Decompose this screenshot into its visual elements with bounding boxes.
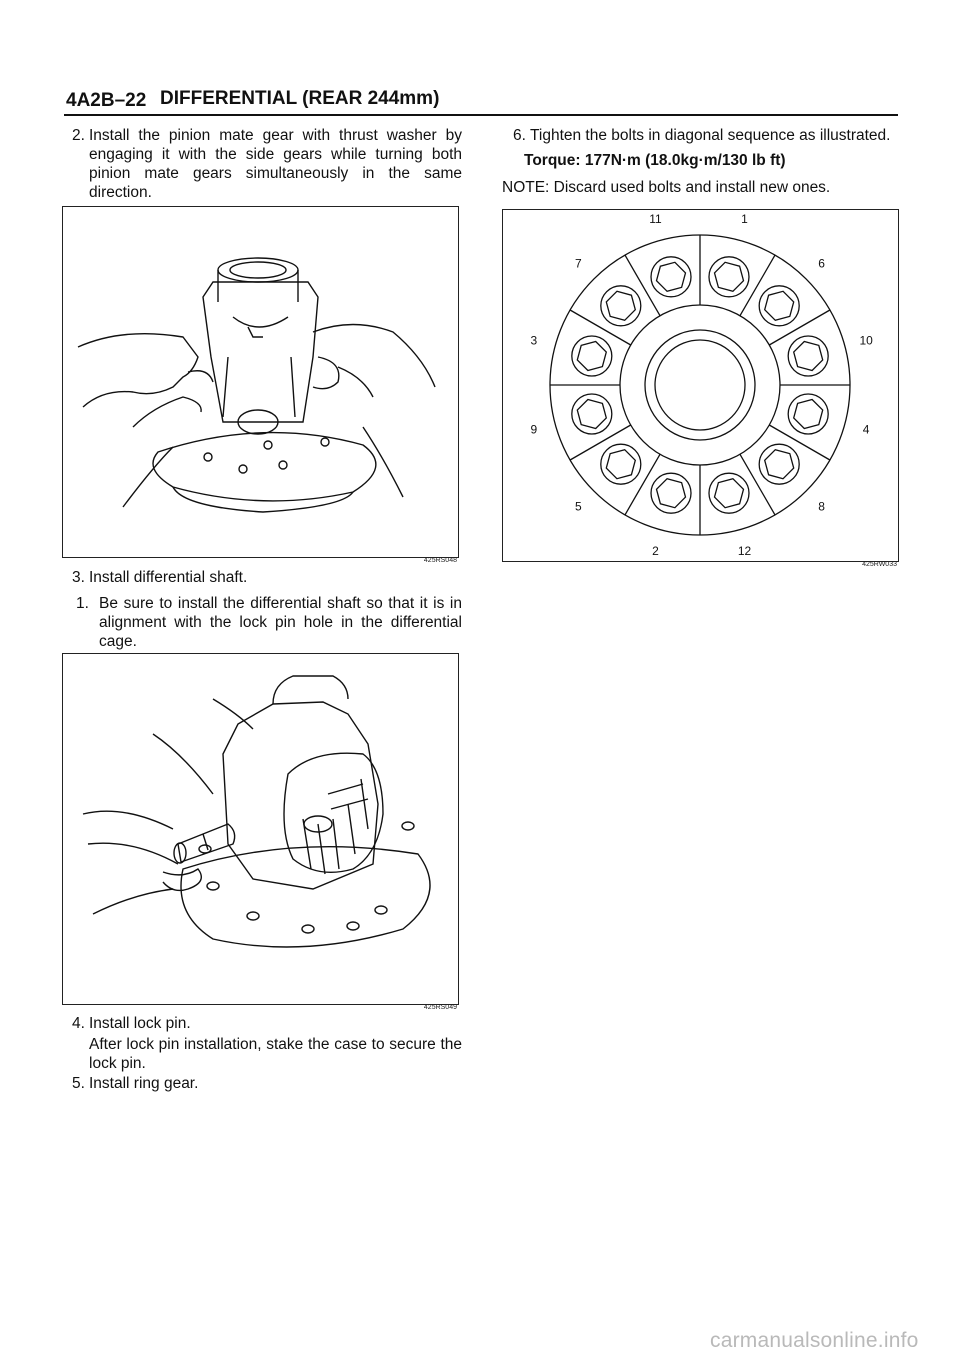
bolt-sequence-label: 6 bbox=[818, 256, 825, 270]
step-number: 2. bbox=[72, 127, 85, 144]
pinion-mate-gear-install-illustration bbox=[77, 257, 436, 513]
substep-text: Be sure to install the differential shaf… bbox=[99, 595, 462, 650]
bolt-head bbox=[605, 290, 637, 322]
bolt-head bbox=[655, 261, 687, 293]
bolt-washer bbox=[787, 335, 829, 377]
differential-shaft-install-illustration bbox=[82, 675, 431, 948]
bolt-sequence-label: 7 bbox=[575, 256, 582, 270]
bolt-sequence-label: 10 bbox=[859, 333, 873, 347]
bolt-washer bbox=[708, 472, 750, 514]
bolt-sequence-label: 11 bbox=[649, 212, 662, 226]
bolt-washer bbox=[787, 393, 829, 435]
bolt-head bbox=[763, 448, 795, 480]
bolt-washer bbox=[650, 256, 692, 298]
step-text: Install ring gear. bbox=[89, 1075, 199, 1092]
watermark: carmanualsonline.info bbox=[710, 1329, 919, 1352]
step-3-substep-1: 1. Be sure to install the differential s… bbox=[76, 594, 462, 651]
section-code: 4A2B–22 bbox=[66, 90, 147, 111]
figure-id: 425RW033 bbox=[862, 561, 897, 568]
step-text: Install the pinion mate gear with thrust… bbox=[89, 127, 462, 201]
step-3: 3. Install differential shaft. bbox=[72, 568, 462, 587]
step-2: 2. Install the pinion mate gear with thr… bbox=[72, 126, 462, 202]
bolt-head bbox=[655, 477, 687, 509]
step-number: 6. bbox=[513, 127, 526, 144]
bolt-sequence-label: 4 bbox=[863, 423, 870, 437]
figure-id: 425RS049 bbox=[423, 1004, 457, 1011]
bolt-head bbox=[576, 340, 608, 372]
flange-segment-line bbox=[739, 254, 776, 317]
step-6: 6. Tighten the bolts in diagonal sequenc… bbox=[513, 126, 903, 145]
step-5: 5. Install ring gear. bbox=[72, 1074, 462, 1093]
bolt-sequence-label: 5 bbox=[575, 500, 582, 514]
bolt-washer bbox=[571, 393, 613, 435]
bolt-head bbox=[792, 398, 824, 430]
flange-segment-line bbox=[768, 309, 831, 346]
flange-segment-line bbox=[624, 453, 661, 516]
figure-pinion-mate-gear bbox=[62, 206, 459, 558]
step-number: 4. bbox=[72, 1015, 85, 1032]
flange-segment-line bbox=[569, 309, 632, 346]
bolt-sequence-label: 3 bbox=[531, 333, 538, 347]
bolt-sequence-label: 12 bbox=[738, 544, 752, 558]
bolt-washer bbox=[600, 285, 642, 327]
bolt-washer bbox=[758, 443, 800, 485]
bolt-washer bbox=[600, 443, 642, 485]
step-text: Tighten the bolts in diagonal sequence a… bbox=[530, 127, 891, 144]
flange-segment-line bbox=[569, 424, 632, 461]
header-rule bbox=[64, 114, 898, 116]
figure-id: 425RS048 bbox=[423, 557, 457, 564]
bolt-head bbox=[763, 290, 795, 322]
bolt-head bbox=[713, 261, 745, 293]
step-text: Install differential shaft. bbox=[89, 569, 248, 586]
step-4: 4. Install lock pin. bbox=[72, 1014, 462, 1033]
torque-spec: Torque: 177N·m (18.0kg·m/130 lb ft) bbox=[524, 152, 786, 169]
step-4-detail: After lock pin installation, stake the c… bbox=[89, 1036, 462, 1072]
figure-differential-shaft bbox=[62, 653, 459, 1005]
substep-number: 1. bbox=[76, 595, 89, 612]
step-text: Install lock pin. bbox=[89, 1015, 191, 1032]
bolt-sequence-label: 2 bbox=[652, 544, 659, 558]
bolt-head bbox=[605, 448, 637, 480]
bolt-washer bbox=[571, 335, 613, 377]
flange-segment-line bbox=[739, 453, 776, 516]
bolt-sequence-label: 1 bbox=[741, 212, 748, 226]
bolt-washer bbox=[708, 256, 750, 298]
bolt-sequence-label: 9 bbox=[531, 423, 538, 437]
step-number: 3. bbox=[72, 569, 85, 586]
bolt-head bbox=[576, 398, 608, 430]
bolt-head bbox=[713, 477, 745, 509]
bolt-sequence-label: 8 bbox=[818, 500, 825, 514]
step-number: 5. bbox=[72, 1075, 85, 1092]
note: NOTE: Discard used bolts and install new… bbox=[502, 179, 831, 196]
flange-segment-line bbox=[624, 254, 661, 317]
bolt-washer bbox=[758, 285, 800, 327]
bolt-head bbox=[792, 340, 824, 372]
page-title: DIFFERENTIAL (REAR 244mm) bbox=[160, 88, 440, 109]
bolt-washer bbox=[650, 472, 692, 514]
flange-segment-line bbox=[768, 424, 831, 461]
